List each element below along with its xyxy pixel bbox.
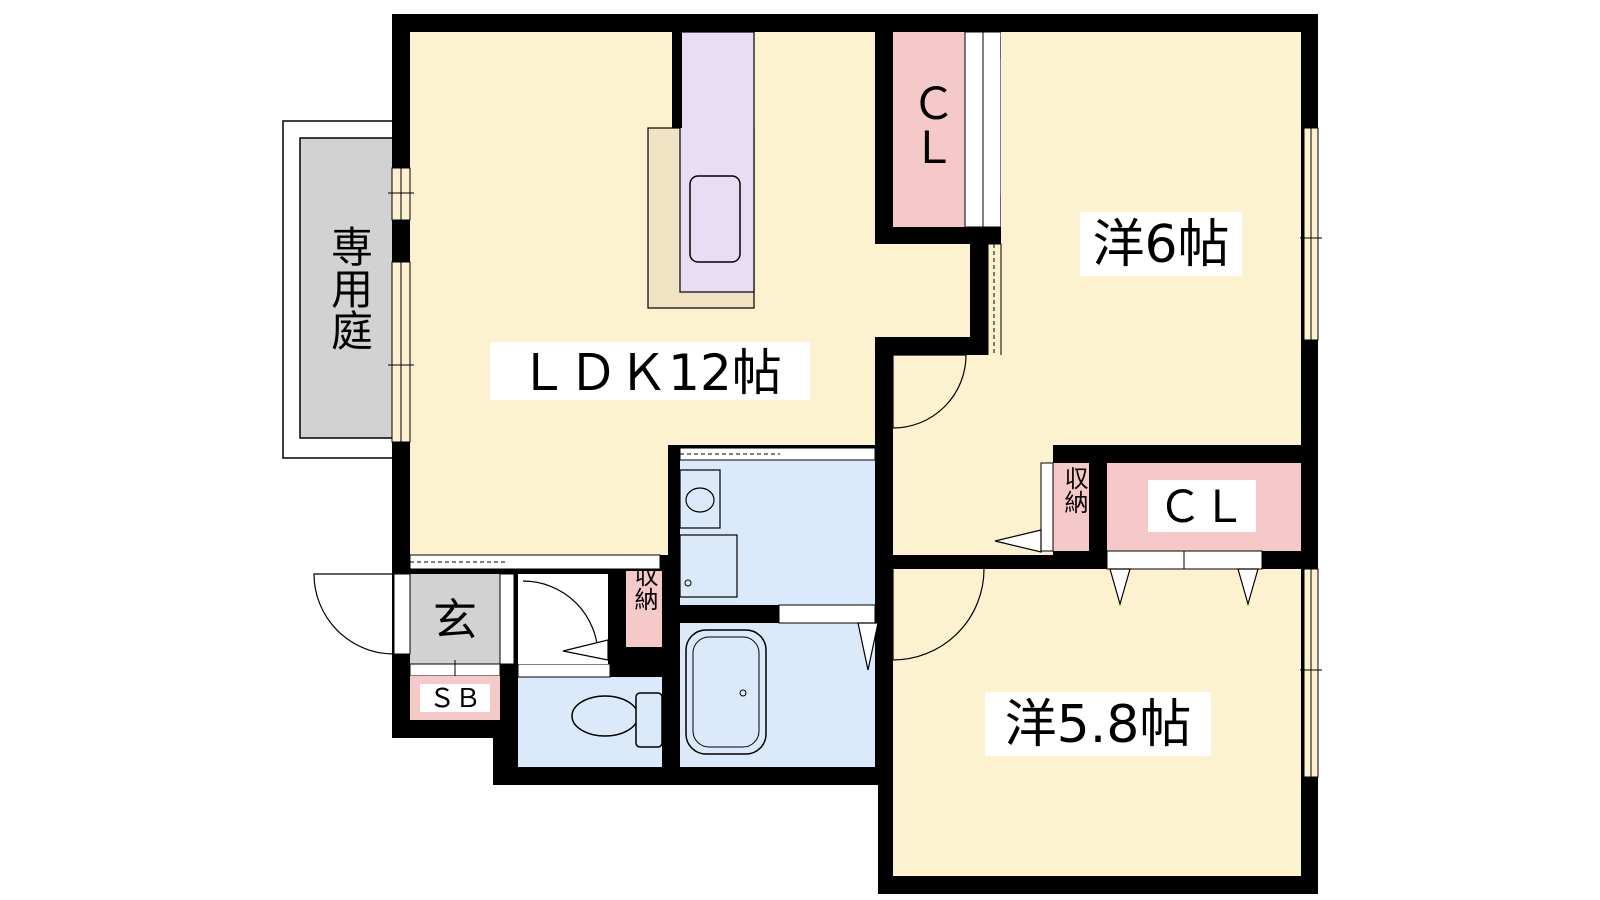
- storage-entry-label: 収納: [630, 563, 658, 611]
- storage-hall-label: 収納: [1060, 466, 1088, 514]
- storage-entry: 収納: [626, 563, 662, 647]
- shoe-box-label: ＳＢ: [429, 684, 481, 714]
- closet-lower-label: ＣＬ: [1158, 482, 1246, 533]
- private-garden: 専用庭: [282, 120, 396, 459]
- closet-upper-label: ＣＬ: [904, 81, 955, 169]
- toilet: [517, 663, 663, 767]
- washroom: [679, 447, 876, 605]
- closet-lower: ＣＬ: [1107, 463, 1301, 551]
- bathroom: [680, 604, 879, 767]
- ldk-label: ＬＤＫ12帖: [518, 344, 782, 402]
- entrance-label: 玄: [433, 595, 477, 646]
- garden-label: 専用庭: [325, 225, 374, 351]
- room-5-8-door: [892, 568, 985, 661]
- washbasin-icon: [679, 469, 721, 529]
- western-6-label: 洋6帖: [1092, 215, 1229, 275]
- bathtub-icon: [685, 629, 767, 755]
- hallway: [893, 355, 1053, 555]
- room-western-5-8: 洋5.8帖: [892, 550, 1322, 876]
- western-5-8-label: 洋5.8帖: [1005, 695, 1192, 755]
- hallway-door: [892, 354, 967, 429]
- toilet-icon: [571, 695, 639, 737]
- entrance-door: [313, 573, 395, 655]
- room-ldk: ＬＤＫ12帖: [410, 31, 970, 555]
- shoe-box: ＳＢ: [409, 660, 501, 720]
- sink-icon: [689, 175, 741, 263]
- entrance: 玄: [313, 573, 515, 665]
- storage-hall: 収納: [994, 462, 1089, 553]
- washing-machine-icon: [679, 534, 738, 598]
